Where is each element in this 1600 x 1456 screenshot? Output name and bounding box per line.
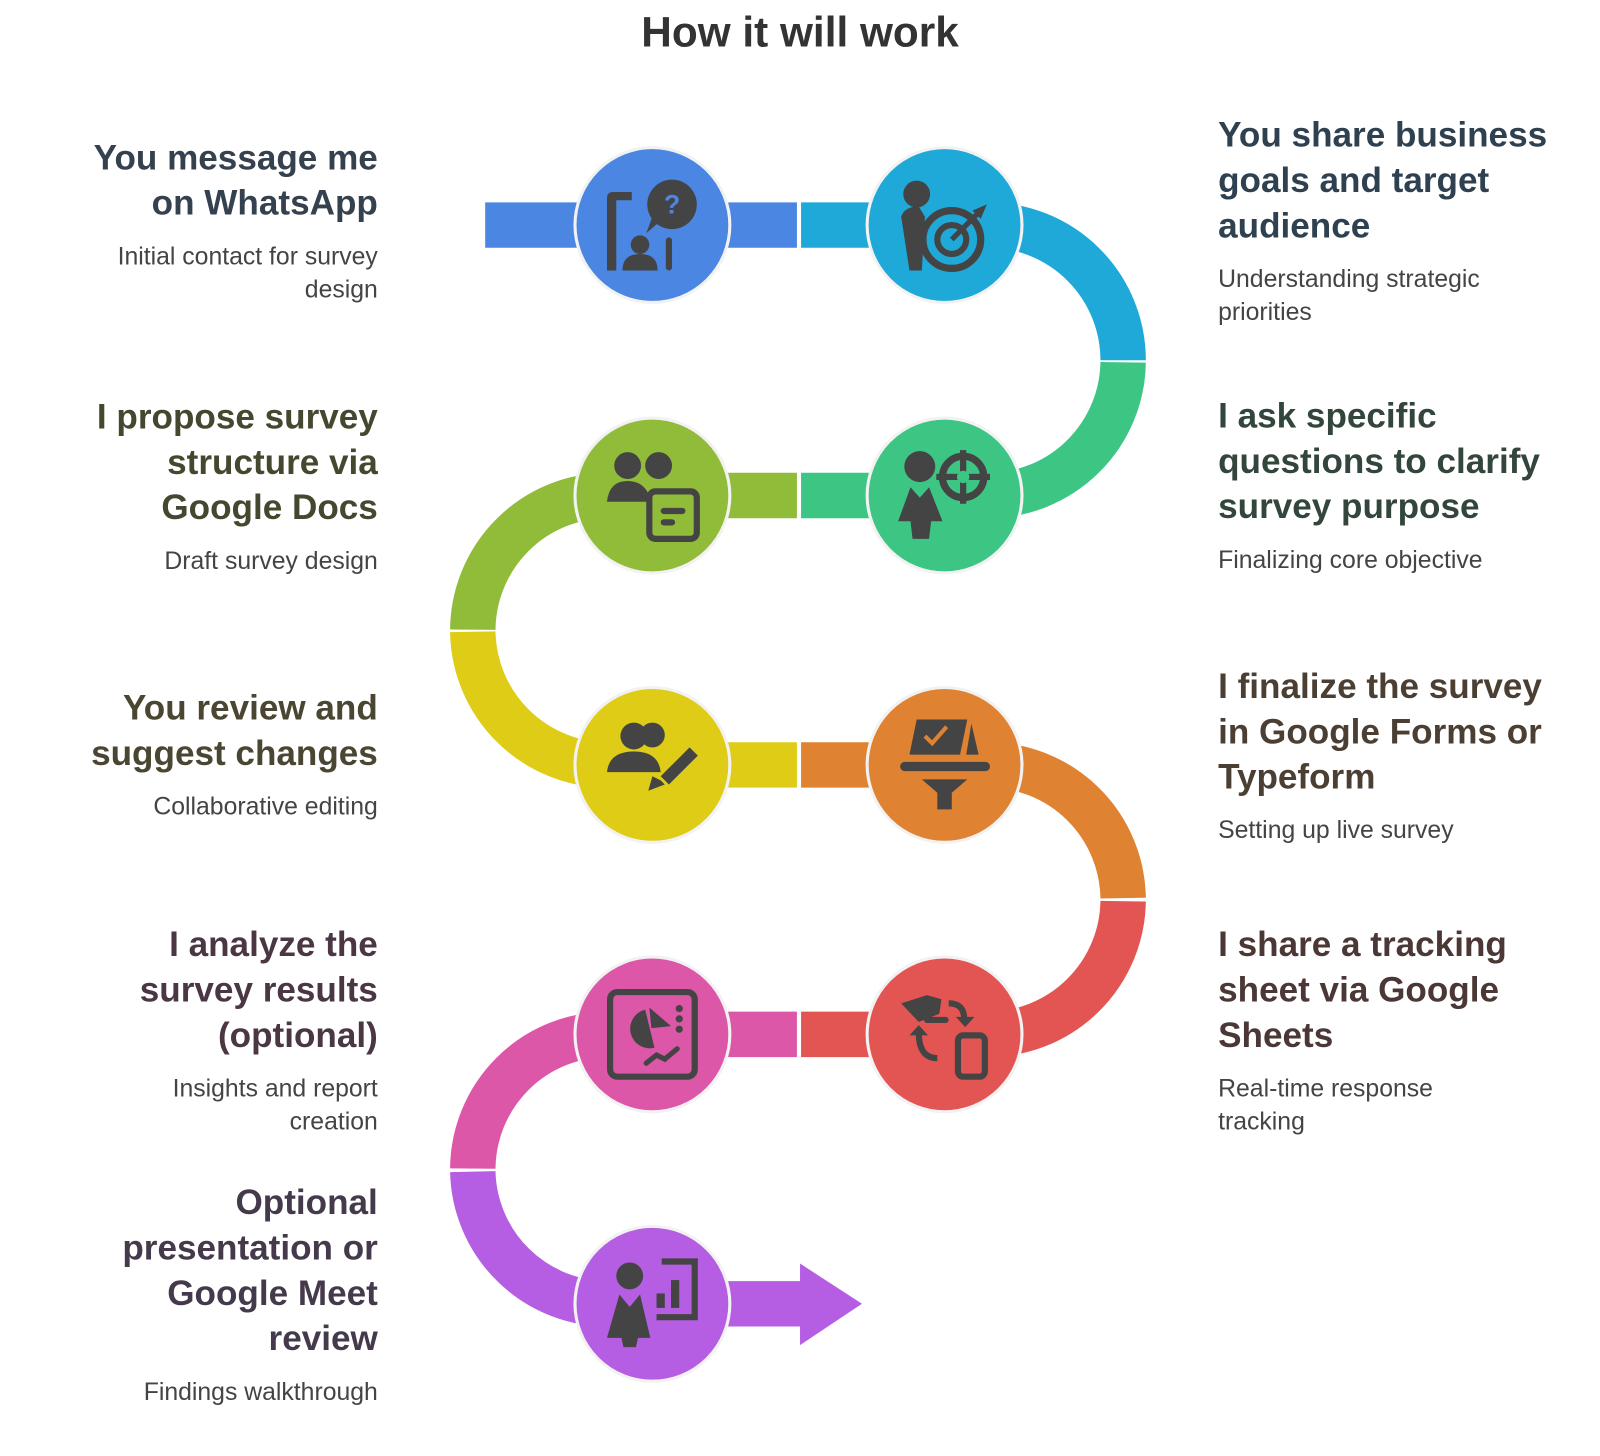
step-6: I finalize the survey in Google Forms or… [1218,664,1559,848]
step-description: Insights and report creation [172,1074,378,1136]
step-2: You share business goals and target audi… [1218,113,1559,330]
step-description: Finalizing core objective [1218,546,1483,574]
camera-sync-phone-icon [901,995,988,1080]
step-title: You review and suggest changes [91,688,378,774]
person-crosshair-icon [898,450,990,539]
step-title: I analyze the survey results (optional) [139,924,378,1056]
step-circle-7 [865,955,1024,1114]
step-circle-9 [573,1224,732,1383]
people-pencil-icon [606,722,698,791]
step-8: I analyze the survey results (optional) … [37,922,378,1139]
arrow-head [800,1263,862,1346]
step-description: Draft survey design [164,547,378,575]
person-target-icon [901,180,987,273]
dashboard-chart-icon [606,988,698,1080]
step-description: Real-time response tracking [1218,1074,1433,1136]
step-title: I ask specific questions to clarify surv… [1218,396,1540,527]
presenter-chart-icon [606,1258,698,1348]
laptop-podium-icon [900,719,990,810]
step-1: You message me on WhatsApp Initial conta… [37,135,378,306]
step-9: Optional presentation or Google Meet rev… [37,1180,378,1409]
step-description: Findings walkthrough [143,1378,378,1406]
step-circle-3 [865,416,1024,575]
step-title: I propose survey structure via Google Do… [96,397,378,528]
step-title: You share business goals and target audi… [1218,115,1548,246]
step-title: You message me on WhatsApp [93,138,378,223]
step-7: I share a tracking sheet via Google Shee… [1218,922,1559,1139]
step-title: Optional presentation or Google Meet rev… [122,1183,378,1359]
phone-question-icon: ? [606,179,697,271]
diagram-title: How it will work [641,8,959,56]
step-3: I ask specific questions to clarify surv… [1218,393,1559,577]
step-description: Initial contact for survey design [117,242,378,304]
step-title: I share a tracking sheet via Google Shee… [1218,924,1507,1056]
step-description: Setting up live survey [1218,816,1454,845]
step-title: I finalize the survey in Google Forms or… [1218,666,1542,797]
people-document-icon [606,452,700,542]
step-4: I propose survey structure via Google Do… [37,394,378,578]
step-description: Collaborative editing [153,792,378,821]
step-5: You review and suggest changes Collabora… [37,685,378,823]
step-circle-8 [573,955,732,1114]
step-description: Understanding strategic priorities [1218,265,1480,327]
svg-text:?: ? [664,190,680,220]
